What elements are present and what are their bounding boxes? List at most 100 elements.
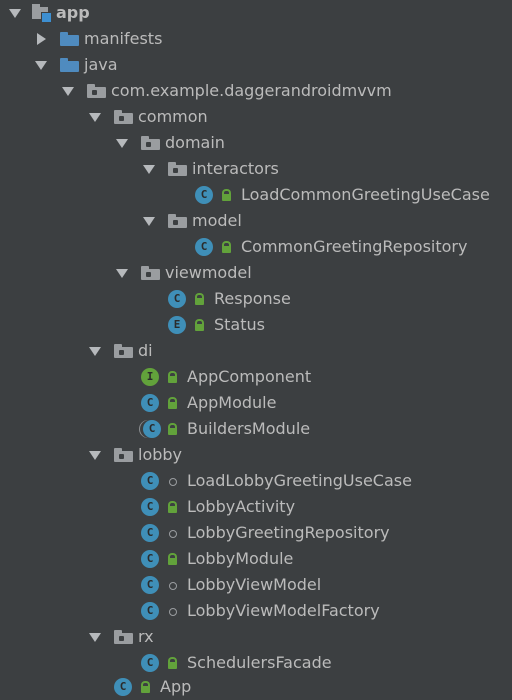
tree-node-app[interactable]: app — [0, 0, 512, 26]
class-icon: C — [141, 576, 159, 594]
tree-node-load-common-greeting-use-case[interactable]: C LoadCommonGreetingUseCase — [0, 182, 512, 208]
package-private-icon — [166, 598, 178, 624]
lock-icon — [193, 312, 205, 338]
node-label: com.example.daggerandroidmvvm — [111, 81, 392, 100]
package-folder-icon — [141, 136, 160, 150]
lock-icon — [139, 674, 151, 700]
tree-node-package[interactable]: com.example.daggerandroidmvvm — [0, 78, 512, 104]
package-folder-icon — [168, 162, 187, 176]
expand-right-icon[interactable] — [34, 26, 48, 52]
tree-node-viewmodel[interactable]: viewmodel — [0, 260, 512, 286]
node-label: CommonGreetingRepository — [241, 237, 468, 256]
package-folder-icon — [114, 630, 133, 644]
class-icon: C — [141, 498, 159, 516]
lock-icon — [220, 182, 232, 208]
expand-down-icon[interactable] — [61, 78, 75, 104]
node-label: App — [160, 677, 192, 696]
lock-icon — [166, 390, 178, 416]
node-label: app — [56, 3, 90, 22]
node-label: model — [192, 211, 242, 230]
lock-icon — [166, 650, 178, 676]
tree-node-manifests[interactable]: manifests — [0, 26, 512, 52]
package-private-icon — [166, 572, 178, 598]
module-icon — [32, 4, 52, 23]
expand-down-icon[interactable] — [115, 130, 129, 156]
expand-down-icon[interactable] — [88, 338, 102, 364]
expand-down-icon[interactable] — [88, 442, 102, 468]
tree-node-builders-module[interactable]: C BuildersModule — [0, 416, 512, 442]
class-icon: C — [195, 238, 213, 256]
enum-icon: E — [168, 316, 186, 334]
node-label: Response — [214, 289, 291, 308]
node-label: AppComponent — [187, 367, 312, 386]
node-label: LoadLobbyGreetingUseCase — [187, 471, 412, 490]
package-folder-icon — [114, 344, 133, 358]
expand-down-icon[interactable] — [8, 0, 22, 26]
tree-node-rx[interactable]: rx — [0, 624, 512, 650]
node-label: LobbyActivity — [187, 497, 296, 516]
node-label: di — [138, 341, 153, 360]
folder-icon — [60, 32, 79, 46]
package-folder-icon — [168, 214, 187, 228]
node-label: LobbyViewModel — [187, 575, 322, 594]
tree-node-java[interactable]: java — [0, 52, 512, 78]
tree-node-lobby-module[interactable]: C LobbyModule — [0, 546, 512, 572]
package-private-icon — [166, 520, 178, 546]
tree-node-common[interactable]: common — [0, 104, 512, 130]
class-icon: C — [141, 602, 159, 620]
package-private-icon — [166, 468, 178, 494]
class-icon: C — [141, 472, 159, 490]
node-label: LobbyViewModelFactory — [187, 601, 380, 620]
node-label: AppModule — [187, 393, 277, 412]
node-label: interactors — [192, 159, 279, 178]
tree-node-lobby-view-model[interactable]: C LobbyViewModel — [0, 572, 512, 598]
expand-down-icon[interactable] — [142, 156, 156, 182]
node-label: java — [84, 55, 118, 74]
tree-node-lobby[interactable]: lobby — [0, 442, 512, 468]
tree-node-lobby-greeting-repository[interactable]: C LobbyGreetingRepository — [0, 520, 512, 546]
tree-node-domain[interactable]: domain — [0, 130, 512, 156]
folder-icon — [60, 58, 79, 72]
node-label: manifests — [84, 29, 163, 48]
expand-down-icon[interactable] — [88, 104, 102, 130]
node-label: SchedulersFacade — [187, 653, 332, 672]
node-label: domain — [165, 133, 225, 152]
node-label: Status — [214, 315, 265, 334]
lock-icon — [166, 494, 178, 520]
node-label: LobbyModule — [187, 549, 294, 568]
package-folder-icon — [114, 448, 133, 462]
tree-node-app-module[interactable]: C AppModule — [0, 390, 512, 416]
node-label: LobbyGreetingRepository — [187, 523, 390, 542]
interface-icon: I — [141, 368, 159, 386]
tree-node-response[interactable]: C Response — [0, 286, 512, 312]
expand-down-icon[interactable] — [142, 208, 156, 234]
package-folder-icon — [87, 84, 106, 98]
node-label: lobby — [138, 445, 183, 464]
tree-node-load-lobby-greeting-use-case[interactable]: C LoadLobbyGreetingUseCase — [0, 468, 512, 494]
package-folder-icon — [141, 266, 160, 280]
tree-node-lobby-view-model-factory[interactable]: C LobbyViewModelFactory — [0, 598, 512, 624]
tree-node-schedulers-facade[interactable]: C SchedulersFacade — [0, 650, 512, 676]
tree-node-model[interactable]: model — [0, 208, 512, 234]
tree-node-status[interactable]: E Status — [0, 312, 512, 338]
tree-node-app-component[interactable]: I AppComponent — [0, 364, 512, 390]
node-label: rx — [138, 627, 154, 646]
package-folder-icon — [114, 110, 133, 124]
tree-node-interactors[interactable]: interactors — [0, 156, 512, 182]
tree-node-common-greeting-repository[interactable]: C CommonGreetingRepository — [0, 234, 512, 260]
lock-icon — [220, 234, 232, 260]
expand-down-icon[interactable] — [115, 260, 129, 286]
class-icon: C — [141, 550, 159, 568]
expand-down-icon[interactable] — [34, 52, 48, 78]
tree-node-lobby-activity[interactable]: C LobbyActivity — [0, 494, 512, 520]
class-icon: C — [195, 186, 213, 204]
expand-down-icon[interactable] — [88, 624, 102, 650]
tree-node-di[interactable]: di — [0, 338, 512, 364]
lock-icon — [166, 364, 178, 390]
lock-icon — [166, 416, 178, 442]
tree-node-app-class[interactable]: C App — [0, 674, 512, 700]
abstract-class-icon: C — [143, 420, 161, 438]
node-label: viewmodel — [165, 263, 252, 282]
class-icon: C — [141, 394, 159, 412]
